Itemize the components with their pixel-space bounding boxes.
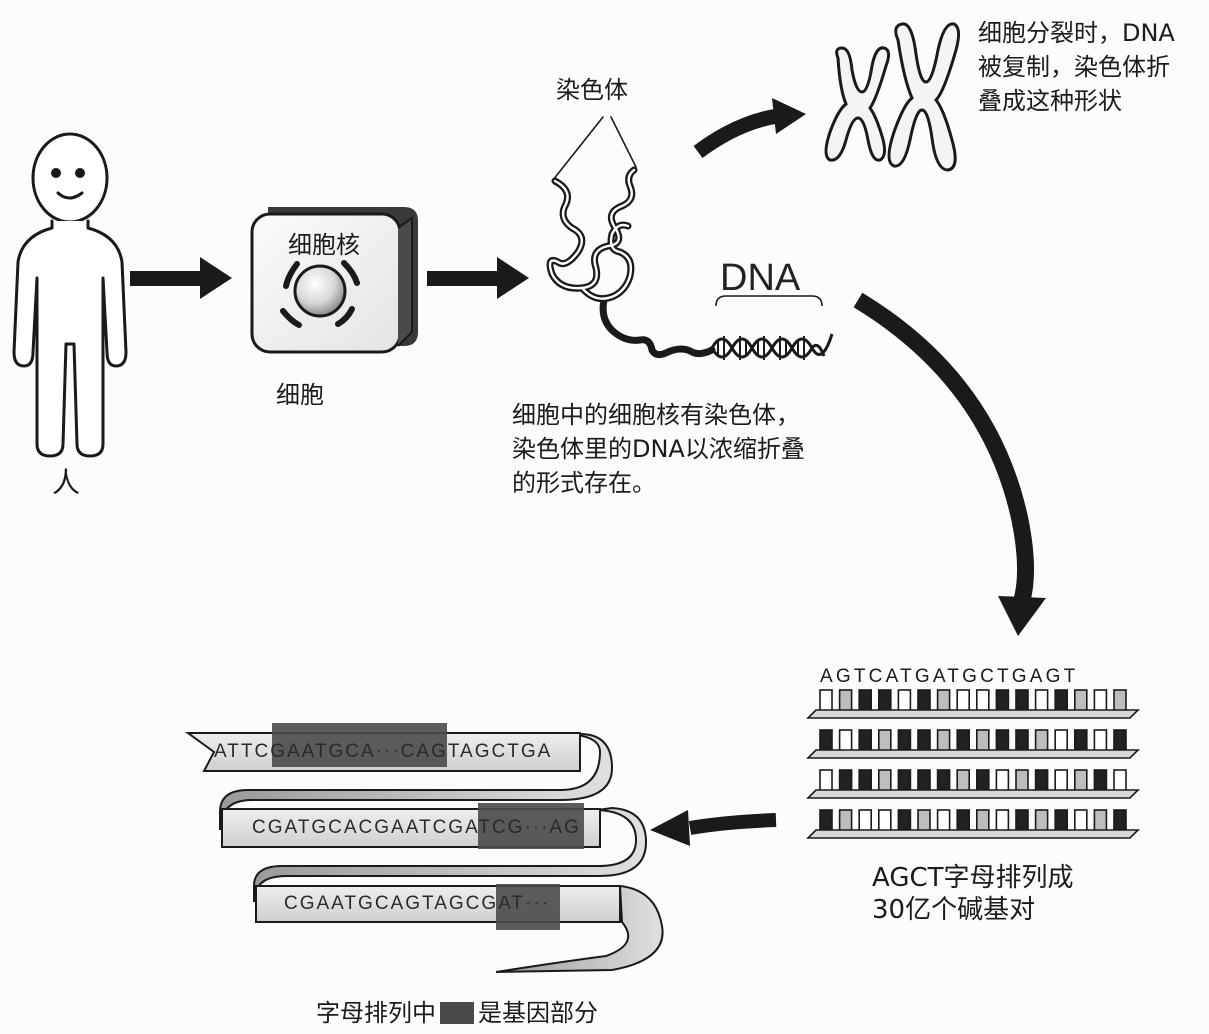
division-note-line: 细胞分裂时，DNA <box>978 19 1175 47</box>
base-block <box>897 809 912 833</box>
gene-legend-swatch <box>440 1002 474 1024</box>
arrow-to-base-pairs <box>853 292 1046 636</box>
base-block <box>1034 809 1049 833</box>
base-block <box>975 769 990 793</box>
base-block <box>838 769 853 793</box>
sequence-header: AGTCATGATGCTGAGT <box>820 666 1079 687</box>
base-block <box>1113 769 1127 793</box>
ribbon-sequence-row: ATTCGAATGCA···CAGTAGCTGA <box>214 741 553 762</box>
base-block <box>1113 809 1127 833</box>
base-block <box>858 809 873 833</box>
base-block <box>1015 769 1029 793</box>
gene-ribbon <box>184 723 664 973</box>
base-block <box>858 729 873 753</box>
base-block <box>838 729 853 753</box>
backbone-bar <box>806 709 1140 719</box>
gene-legend-text: 是基因部分 <box>478 999 598 1027</box>
base-block <box>1074 809 1088 833</box>
base-block <box>1054 729 1068 753</box>
base-block <box>1034 729 1049 753</box>
cell-note-line: 染色体里的DNA以浓缩折叠 <box>512 435 805 463</box>
base-block <box>897 729 912 753</box>
backbone-bar <box>806 749 1140 759</box>
cell-note: 细胞中的细胞核有染色体， 染色体里的DNA以浓缩折叠 的形式存在。 <box>512 398 805 500</box>
base-block <box>956 729 971 753</box>
base-block <box>877 729 892 753</box>
base-block <box>838 809 853 833</box>
backbone-bar <box>806 829 1140 839</box>
base-block <box>936 729 951 753</box>
base-block <box>1034 769 1049 793</box>
base-block <box>858 769 873 793</box>
ribbon-sequence-row: CGATGCACGAATCGATCG···AG <box>252 817 581 838</box>
base-block <box>995 729 1010 753</box>
base-block <box>956 769 971 793</box>
pairs-note-line: 30亿个碱基对 <box>872 895 1036 925</box>
base-block <box>995 769 1010 793</box>
base-block <box>819 809 833 833</box>
pairs-note: AGCT字母排列成 30亿个碱基对 <box>872 862 1074 926</box>
base-block <box>1015 729 1029 753</box>
gene-legend-text: 字母排列中 <box>316 999 436 1027</box>
base-pair-strips <box>806 689 1140 839</box>
base-block <box>917 809 931 833</box>
base-block <box>936 809 951 833</box>
base-block <box>995 809 1010 833</box>
division-note-line: 被复制，染色体折 <box>978 53 1170 81</box>
dna-label: DNA <box>720 257 801 299</box>
base-block <box>877 809 892 833</box>
base-block <box>819 729 833 753</box>
base-block <box>1074 729 1088 753</box>
base-block <box>917 769 931 793</box>
base-block <box>1074 769 1088 793</box>
base-block <box>1093 769 1108 793</box>
nucleus-label: 细胞核 <box>288 231 360 259</box>
arrow-to-x-chromosomes <box>693 98 806 159</box>
cell-note-line: 细胞中的细胞核有染色体， <box>512 401 800 429</box>
base-block <box>975 809 990 833</box>
gene-legend: 字母排列中 是基因部分 <box>316 996 598 1030</box>
cell-illustration <box>250 207 418 354</box>
division-note: 细胞分裂时，DNA 被复制，染色体折 叠成这种形状 <box>978 16 1175 118</box>
arrow-to-gene-ribbon <box>650 810 777 846</box>
arrow-person-to-cell <box>130 257 232 299</box>
base-block <box>1015 809 1029 833</box>
pairs-note-line: AGCT字母排列成 <box>872 863 1074 893</box>
arrow-cell-to-chromosome <box>427 257 529 299</box>
base-block <box>1113 729 1127 753</box>
division-note-line: 叠成这种形状 <box>978 87 1122 115</box>
x-chromosomes <box>824 22 961 172</box>
person-label: 人 <box>52 466 81 499</box>
base-block <box>1093 809 1108 833</box>
backbone-bar <box>806 789 1140 799</box>
base-block <box>956 809 971 833</box>
cell-label: 细胞 <box>276 381 324 409</box>
ribbon-sequence-row: CGAATGCAGTAGCGAT··· <box>284 893 550 914</box>
base-block <box>1113 689 1127 713</box>
base-block <box>1093 689 1108 713</box>
base-block <box>917 729 931 753</box>
person-figure <box>12 132 128 458</box>
base-block <box>1054 809 1068 833</box>
chromosome-label: 染色体 <box>556 76 628 104</box>
chromosome-strands <box>546 116 716 359</box>
dna-helix <box>710 295 834 360</box>
base-block <box>975 729 990 753</box>
base-block <box>819 769 833 793</box>
cell-note-line: 的形式存在。 <box>512 469 656 497</box>
base-block <box>1093 729 1108 753</box>
base-block <box>936 769 951 793</box>
base-block <box>897 769 912 793</box>
base-block <box>877 769 892 793</box>
base-block <box>1054 769 1068 793</box>
